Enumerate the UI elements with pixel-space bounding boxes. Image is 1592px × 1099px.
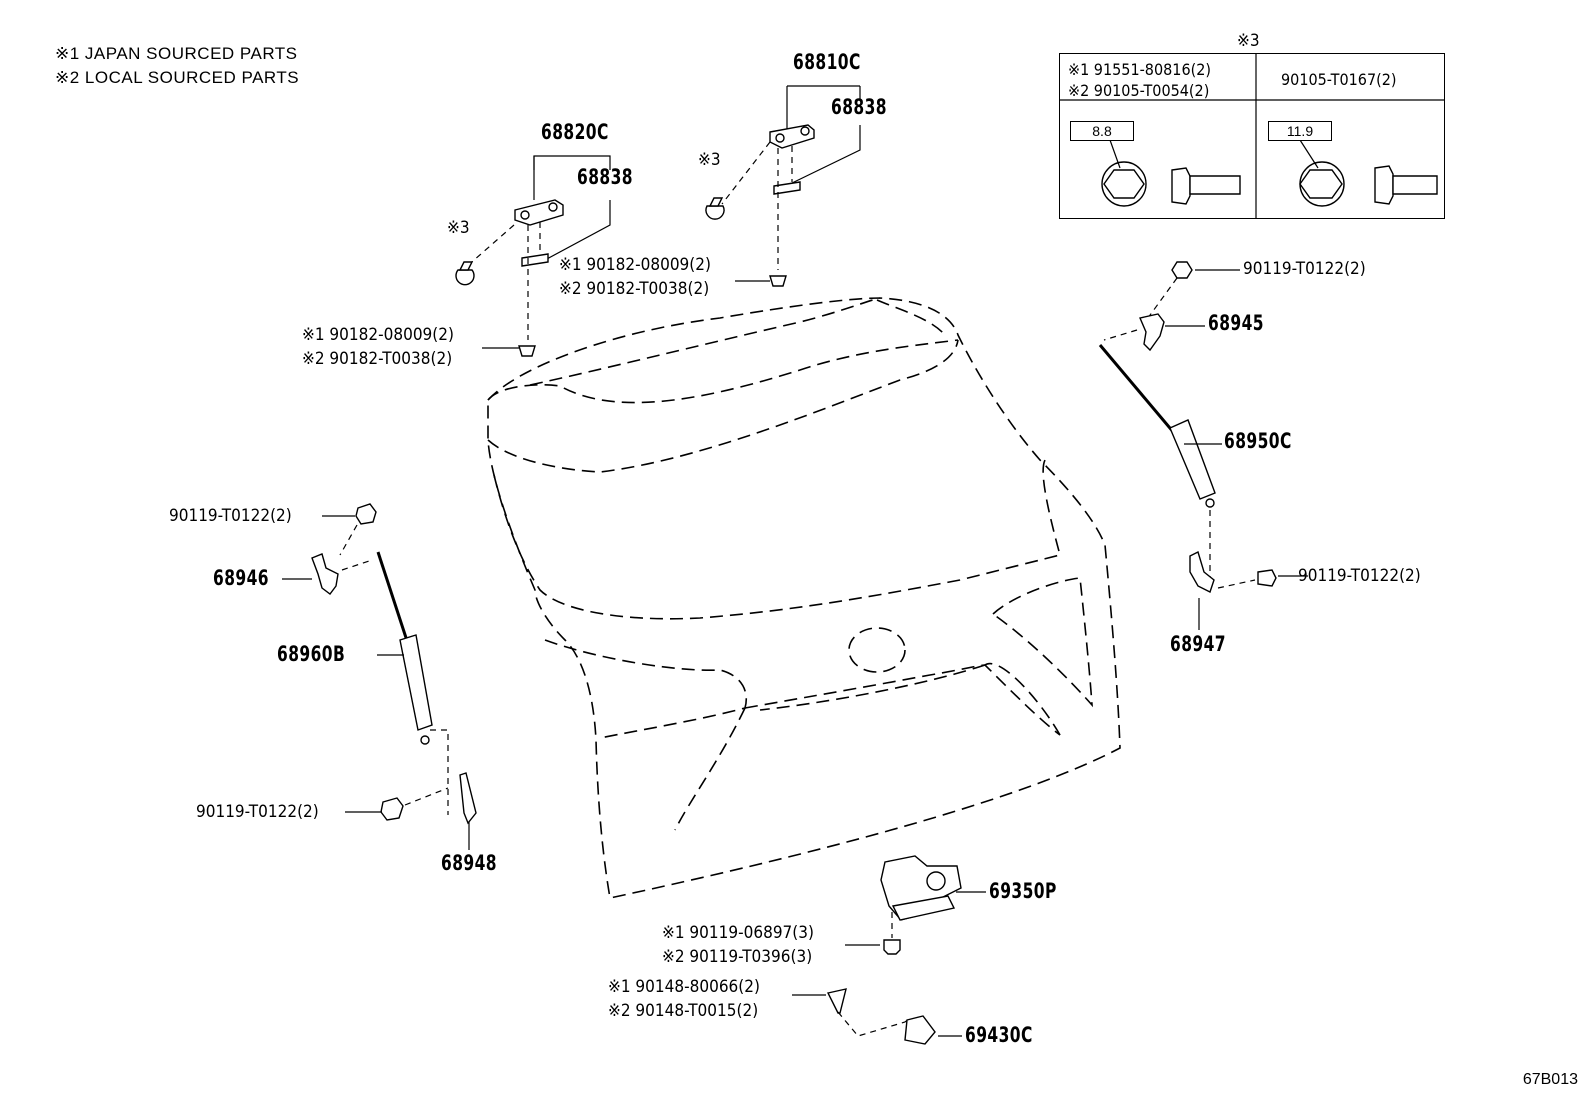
note-local-sourced: ※2 LOCAL SOURCED PARTS [55, 68, 300, 87]
label-68820c: 68820C [541, 120, 609, 144]
fastener-table: ※1 91551-80816(2) ※2 90105-T0054(2) 9010… [1059, 53, 1445, 219]
grade-right: 11.9 [1268, 121, 1332, 141]
label-68950c: 68950C [1224, 429, 1292, 453]
label-68810c: 68810C [793, 50, 861, 74]
label-screw-lock-1: ※1 90119-06897(3) [662, 923, 814, 943]
note-japan-sourced: ※1 JAPAN SOURCED PARTS [55, 44, 298, 63]
label-69350p: 69350P [989, 879, 1057, 903]
label-nut-upper-2: ※2 90182-T0038(2) [559, 279, 710, 299]
grade-left: 8.8 [1070, 121, 1134, 141]
label-bolt-top-right: 90119-T0122(2) [1243, 259, 1366, 279]
label-ref3-upper: ※3 [698, 150, 721, 170]
label-ref3-lower: ※3 [447, 218, 470, 238]
hinge-68810c [705, 85, 861, 287]
table-row1-left-a: ※1 91551-80816(2) [1068, 60, 1212, 79]
strut-68950c [1098, 261, 1308, 630]
label-68948: 68948 [441, 851, 497, 875]
hinge-68820c [455, 155, 611, 357]
back-door-outline [487, 297, 1121, 899]
label-screw-lock-2: ※2 90119-T0396(3) [662, 947, 813, 967]
table-fastener-drawings [1059, 53, 1445, 219]
table-row1-right: 90105-T0167(2) [1281, 70, 1397, 89]
label-nut-lower-2: ※2 90182-T0038(2) [302, 349, 453, 369]
label-nut-lower-1: ※1 90182-08009(2) [302, 325, 454, 345]
table-title: ※3 [1237, 31, 1260, 51]
lock-69350p [845, 855, 986, 955]
label-68945: 68945 [1208, 311, 1264, 335]
label-68946: 68946 [213, 566, 269, 590]
label-68947: 68947 [1170, 632, 1226, 656]
diagram-code: 67B013 [1522, 1071, 1578, 1088]
label-bolt-mid-right: 90119-T0122(2) [1298, 566, 1421, 586]
label-screw-switch-1: ※1 90148-80066(2) [608, 977, 760, 997]
label-screw-switch-2: ※2 90148-T0015(2) [608, 1001, 759, 1021]
label-68838-left: 68838 [577, 165, 633, 189]
label-69430c: 69430C [965, 1023, 1033, 1047]
label-nut-upper-1: ※1 90182-08009(2) [559, 255, 711, 275]
strut-68960b [282, 503, 477, 850]
switch-69430c [792, 988, 962, 1045]
label-68960b: 68960B [277, 642, 346, 666]
label-68838-right: 68838 [831, 95, 887, 119]
label-bolt-left-bottom: 90119-T0122(2) [196, 802, 319, 822]
table-row1-left-b: ※2 90105-T0054(2) [1068, 81, 1210, 100]
label-bolt-left-top: 90119-T0122(2) [169, 506, 292, 526]
